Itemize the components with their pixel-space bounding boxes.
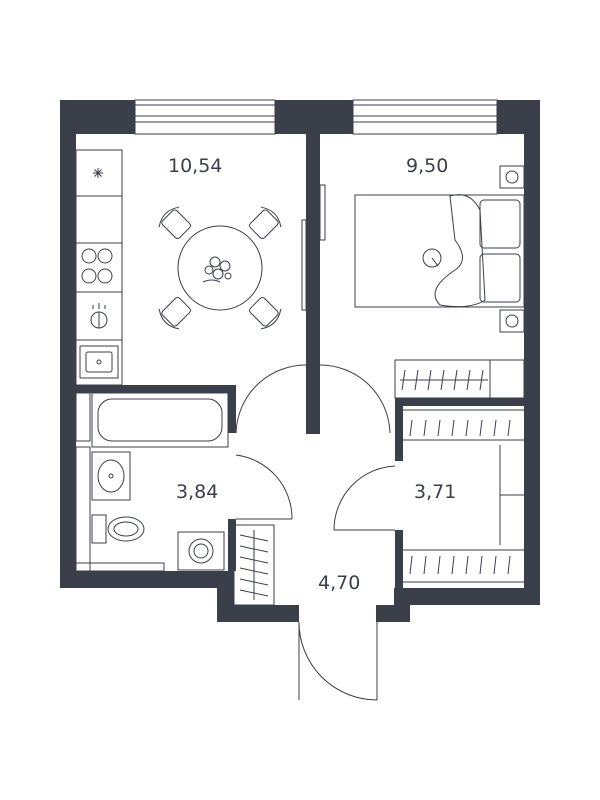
bathroom-fixtures [75,392,229,572]
windows [134,99,498,135]
bedroom-wardrobe-hangers [400,369,488,391]
bedroom-fixtures [319,165,525,399]
dining-set [158,206,282,330]
doors [235,364,396,701]
wardrobe-area-label: 3,71 [414,481,456,503]
walk-in-closet-fixtures [403,409,524,583]
kitchen-panel [301,219,307,311]
bedroom-area-label: 9,50 [406,155,448,177]
bathroom-area-label: 3,84 [176,481,218,503]
hallway-storage [233,524,275,606]
hallway-area-label: 4,70 [318,572,360,594]
walls [60,100,540,622]
kitchen-fixtures [75,149,123,386]
kitchen-area-label: 10,54 [168,155,222,177]
